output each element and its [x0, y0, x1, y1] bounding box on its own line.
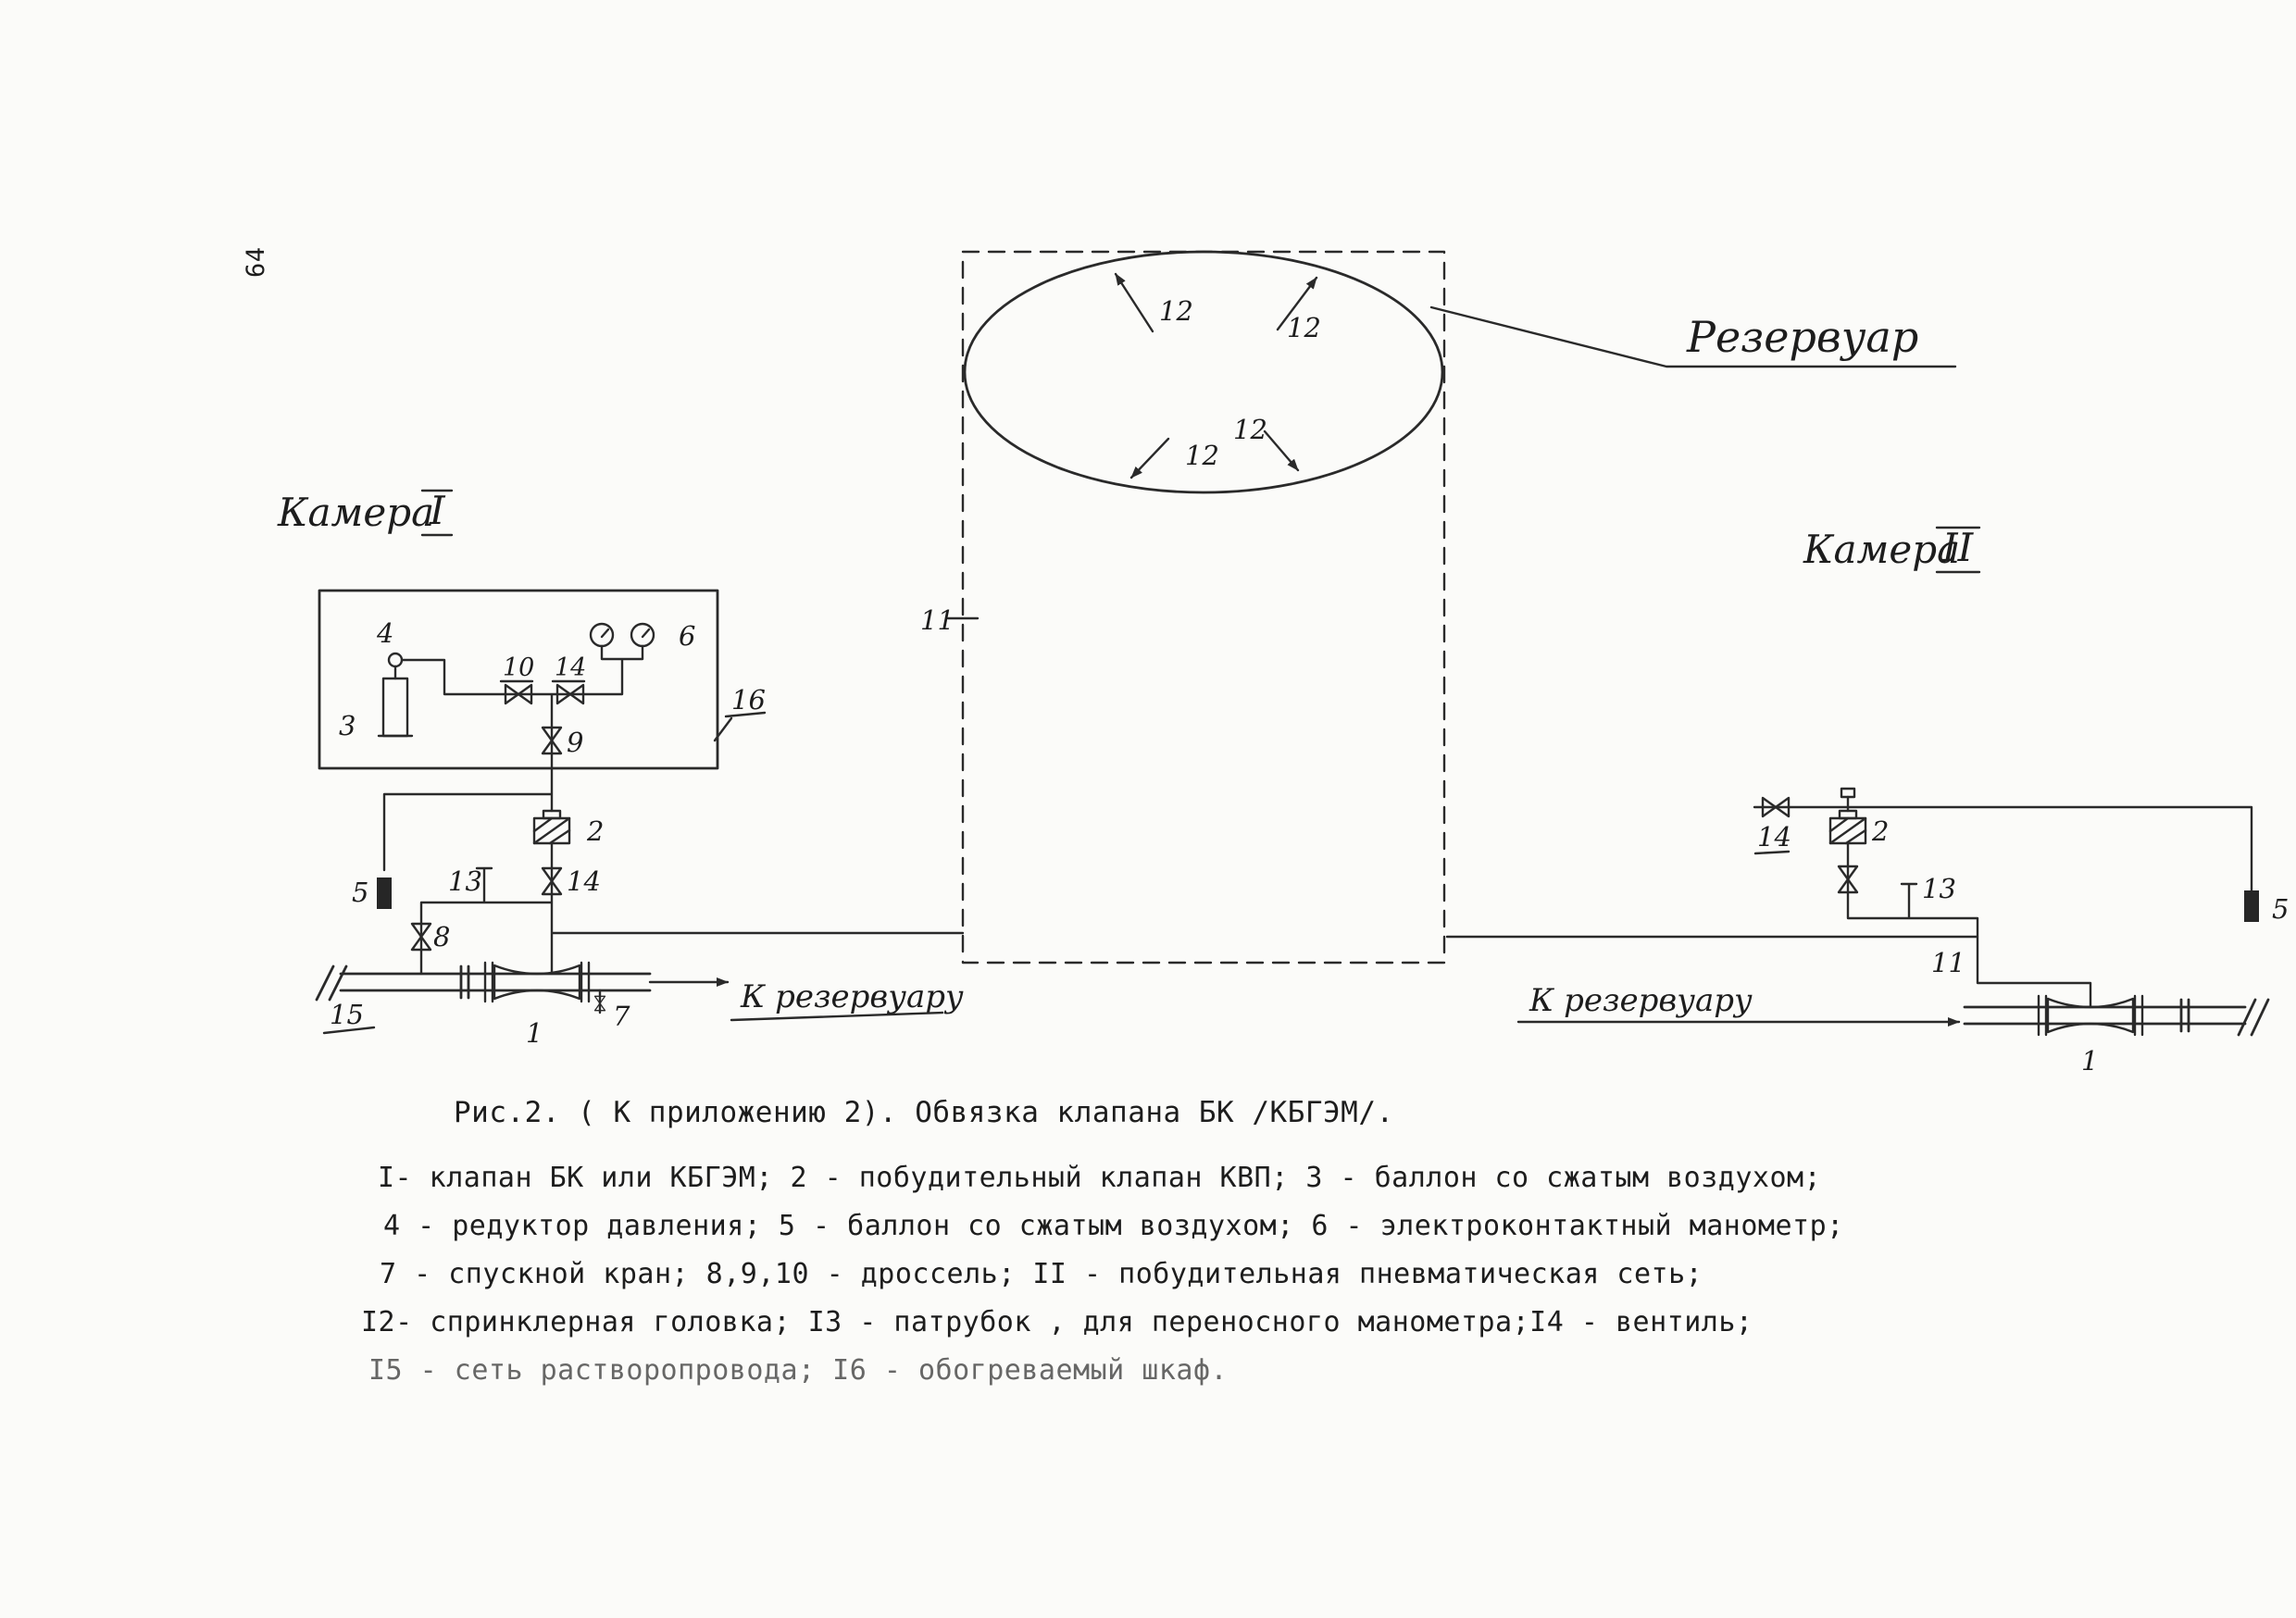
callout-drossel8: 8 [433, 921, 450, 952]
to-reservoir-left-label: К резервуару [740, 978, 964, 1015]
callout-drossel9: 9 [567, 727, 583, 758]
callout-pneumatic-right: 11 [1931, 947, 1965, 978]
reservoir-ellipse [963, 250, 1444, 494]
page-number: 64 [242, 246, 270, 278]
callout-sprinkler-br: 12 [1233, 414, 1267, 445]
callout-valve14-mid: 14 [567, 865, 601, 897]
air-bottle-3-symbol [377, 652, 414, 738]
legend-line-5: I5 - сеть растворопровода; I6 - обогрева… [368, 1354, 1228, 1387]
legend-line-4: I2- спринклерная головка; I3 - патрубок … [361, 1306, 1753, 1338]
chamber2-numeral-serifs [1935, 526, 1981, 574]
callout-manometer6: 6 [679, 620, 695, 652]
to-reservoir-right-label: К резервуару [1529, 982, 1753, 1019]
callout-sprinkler-tl: 12 [1159, 295, 1193, 327]
callout-stub13-left: 13 [448, 865, 482, 897]
reservoir-section: 12 12 12 12 Резервуар 11 [920, 250, 1957, 965]
callout-drossel10: 10 [503, 653, 534, 682]
pneumatic-network-boundary [961, 250, 1446, 965]
chamber2-section: Камера II 14 2 13 5 11 1 К резервуару [1445, 525, 2289, 1077]
callout-sprinkler-bl: 12 [1185, 440, 1219, 471]
chamber1-numeral-serifs [420, 489, 454, 537]
sprinkler-arrow-br-icon [1263, 429, 1300, 472]
cabinet16-leader [713, 711, 767, 742]
callout-sprinkler-tr: 12 [1287, 312, 1321, 343]
reservoir-label: Резервуар [1686, 312, 1918, 362]
callout-pneumatic-left: 11 [920, 604, 955, 636]
to-reservoir-left-underline [730, 1011, 944, 1022]
callout-valve14-right: 14 [1757, 821, 1791, 853]
caption-section: Рис.2. ( К приложению 2). Обвязка клапан… [361, 1096, 1844, 1387]
callout-bottle5-left: 5 [352, 877, 368, 908]
figure-caption: Рис.2. ( К приложению 2). Обвязка клапан… [454, 1096, 1394, 1129]
chamber1-label: Камера [277, 490, 434, 535]
callout-valve1-right: 1 [2081, 1045, 2098, 1077]
manometer-icon [589, 622, 615, 648]
legend-line-3: 7 - спускной кран; 8,9,10 - дроссель; II… [380, 1258, 1703, 1290]
chamber2-numeral: II [1941, 525, 1975, 570]
callout-network15: 15 [330, 999, 364, 1030]
callout-drain7: 7 [613, 1001, 630, 1032]
callout-kvp2-right: 2 [1871, 815, 1889, 847]
kvp-valve-2-right-symbol [1828, 809, 1867, 845]
chamber1-tubing [400, 644, 644, 770]
callout-bottle3: 3 [339, 710, 356, 741]
callout-bottle5-right: 5 [2272, 893, 2289, 925]
network15-underline [322, 1026, 376, 1035]
reservoir-pointer-line [1429, 305, 1957, 368]
heated-cabinet-box [318, 589, 719, 770]
chamber2-label: Камера [1803, 527, 1960, 572]
bk-valve-1-symbol [483, 961, 591, 1003]
callout-reducer4: 4 [376, 617, 393, 649]
callout-valve14-top: 14 [555, 653, 586, 682]
callout-kvp2-left: 2 [586, 815, 604, 847]
sprinkler-arrow-tr-icon [1276, 276, 1318, 331]
callout-cabinet16: 16 [731, 684, 766, 716]
kvp-valve-2-symbol [532, 809, 571, 845]
valve14-right-underline [1753, 850, 1791, 855]
air-bottle-5-right-symbol [2244, 890, 2259, 922]
legend-line-2: 4 - редуктор давления; 5 - баллон со сжа… [383, 1210, 1844, 1242]
air-bottle-5-symbol [377, 877, 392, 909]
callout-stub13-right: 13 [1922, 873, 1956, 904]
sprinkler-arrow-bl-icon [1129, 437, 1170, 479]
chamber1-section: Камера I 4 3 10 14 6 16 9 2 14 5 13 8 [277, 488, 965, 1049]
sprinkler-arrow-tl-icon [1114, 272, 1154, 333]
kvp-indicator [1840, 787, 1856, 799]
chamber1-numeral: I [429, 488, 446, 533]
legend-line-1: I- клапан БК или КБГЭМ; 2 - побудительны… [378, 1162, 1821, 1194]
callout-valve1-left: 1 [526, 1017, 543, 1049]
manometer-icon [630, 622, 655, 648]
